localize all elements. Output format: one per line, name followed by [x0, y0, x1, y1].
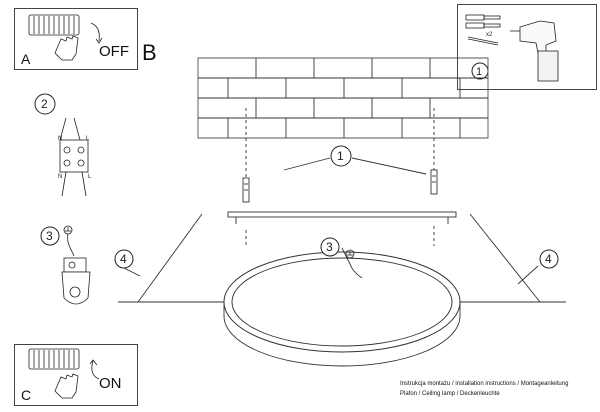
step-3-number-center: 3: [326, 240, 333, 254]
panel-a-action: OFF: [99, 43, 129, 60]
panel-c-action: ON: [99, 375, 122, 392]
caption-line-2: Plafon / Ceiling lamp / Deckenleuchte: [400, 391, 500, 397]
panel-1-tools: x2 1: [457, 4, 597, 90]
panel-c-letter: C: [21, 387, 32, 403]
ground-terminal-icon: [61, 233, 91, 305]
ground-symbol-icon: [345, 249, 355, 259]
step-4-number-right: 4: [545, 252, 552, 266]
round-ceiling-lamp: [223, 251, 461, 367]
step-1-number: 1: [337, 149, 344, 163]
panel-a-letter: A: [21, 51, 31, 67]
panel-c-power-on: C ON: [14, 344, 138, 406]
step-3-number-left: 3: [46, 229, 53, 243]
screw-count: x2: [486, 32, 493, 38]
hand-switch-off-icon: [28, 14, 103, 61]
caption-line-1: Instrukcja montażu / installation instru…: [400, 381, 569, 387]
panel-a-power-off: A OFF: [14, 8, 138, 70]
terminal-block-icon: [59, 117, 89, 197]
step-4-number-left: 4: [120, 252, 127, 266]
drill-icon: x2 1: [465, 14, 559, 82]
ground-symbol-icon: [63, 225, 73, 235]
ceiling-tiles: [197, 57, 489, 139]
terminal-n-bottom: N: [58, 174, 62, 180]
panel-b-letter: B: [142, 40, 157, 65]
terminal-l-bottom: L: [88, 174, 92, 180]
hand-switch-on-icon: [28, 348, 100, 399]
panel-1-step-number: 1: [476, 66, 482, 78]
step-2-number: 2: [41, 97, 48, 111]
terminal-n-top: N: [58, 136, 62, 142]
terminal-l-top: L: [86, 136, 90, 142]
